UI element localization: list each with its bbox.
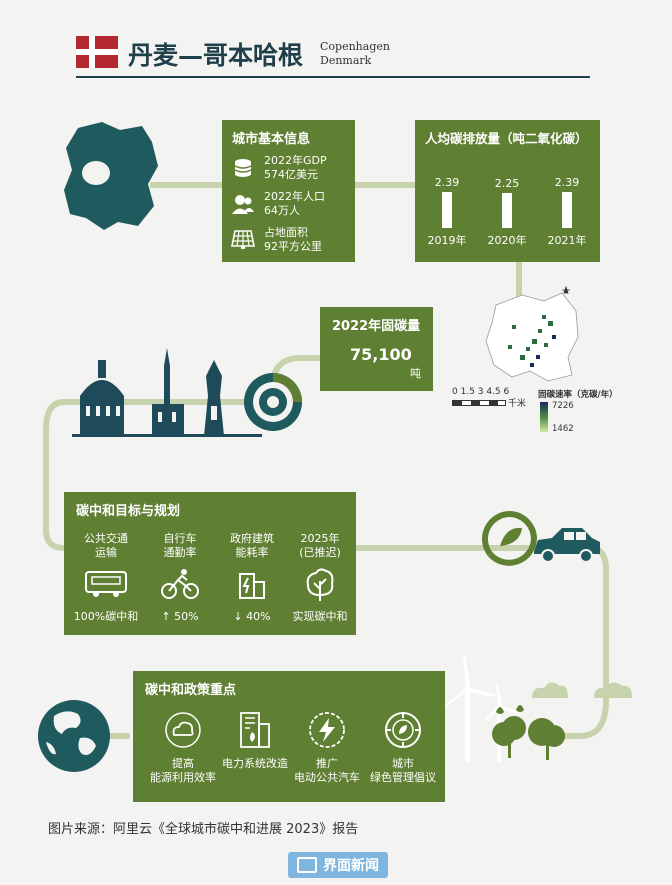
tree-icon [286, 564, 354, 604]
electric-bus-icon [291, 709, 363, 751]
solar-panel-icon [230, 227, 256, 253]
watermark-text: 界面新闻 [323, 858, 379, 874]
goal-label-1: 2025年 [300, 532, 340, 545]
emission-bar [502, 193, 512, 228]
power-system-icon [219, 709, 291, 751]
scale-unit: 千米 [508, 399, 527, 409]
recycle-leaf-icon [481, 511, 537, 566]
header-divider [76, 76, 590, 78]
goal-label-2: (已推迟) [299, 546, 341, 559]
area-value: 92平方公里 [264, 240, 322, 253]
policy-panel: 碳中和政策重点 提高能源利用效率电力系统改造推广电动公共汽车城市绿色管理倡议 [133, 671, 445, 802]
source-note: 图片来源：阿里云《全球城市碳中和进展 2023》报告 [48, 822, 359, 837]
basic-info-panel: 城市基本信息 2022年GDP 574亿美元 2022年人口 64万人 占地面积… [222, 120, 355, 262]
copenhagen-map-icon [64, 122, 158, 230]
legend-title: 固碳速率（克碳/年） [538, 390, 618, 400]
page-title: 丹麦—哥本哈根 [128, 41, 304, 70]
policy-label-1: 城市 [392, 757, 414, 770]
goal-item: 政府建筑能耗率 ↓ 40% [218, 532, 286, 624]
car-icon [534, 528, 600, 563]
cloud-icon [532, 682, 632, 698]
goal-value: ↓ 40% [233, 610, 271, 623]
policy-label-1: 推广 [316, 757, 338, 770]
people-icon [230, 191, 256, 217]
sequestration-value: 75,100 [350, 345, 412, 364]
gdp-label: 2022年GDP [264, 154, 327, 167]
legend-min: 1462 [552, 424, 574, 434]
goal-value: 100%碳中和 [73, 610, 139, 623]
goal-item: 2025年(已推迟) 实现碳中和 [286, 532, 354, 624]
policy-label-2: 能源利用效率 [150, 771, 216, 784]
scale-ticks: 0 1.5 3 4.5 6 [452, 387, 510, 397]
page-subtitle-line1: Copenhagen [320, 40, 390, 53]
bus-icon [72, 564, 140, 604]
policy-item: 推广电动公共汽车 [291, 709, 363, 785]
goals-title: 碳中和目标与规划 [76, 504, 181, 519]
scale-bar [452, 400, 506, 406]
emission-year-label: 2019年 [427, 234, 467, 247]
emission-bar [442, 191, 452, 228]
policy-label-1: 提高 [172, 757, 194, 770]
emission-bar [562, 191, 572, 228]
population-label: 2022年人口 [264, 190, 325, 203]
building-energy-icon [218, 564, 286, 604]
database-icon [230, 155, 256, 181]
green-management-icon [367, 709, 439, 751]
legend-max: 7226 [552, 401, 574, 411]
road-right-down [516, 262, 522, 308]
legend-gradient [540, 402, 548, 432]
goal-label-1: 公共交通 [84, 532, 128, 545]
sequestration-panel: 2022年固碳量 75,100 吨 [320, 307, 433, 391]
info-row-population: 2022年人口 64万人 [230, 190, 325, 218]
emission-value-label: 2.39 [434, 175, 460, 189]
goal-value: ↑ 50% [161, 610, 199, 623]
goal-label-1: 自行车 [163, 532, 197, 545]
denmark-flag-icon [76, 36, 118, 68]
emission-value-label: 2.25 [494, 177, 520, 191]
goal-item: 公共交通运输 100%碳中和 [72, 532, 140, 624]
emission-year-label: 2021年 [547, 234, 587, 247]
emission-year-label: 2020年 [487, 234, 527, 247]
policy-label-2: 电动公共汽车 [294, 771, 360, 784]
area-label: 占地面积 [264, 226, 308, 239]
policy-item: 城市绿色管理倡议 [367, 709, 439, 785]
trees-icon [492, 705, 565, 760]
emissions-chart: 2.39 2019年 2.25 2020年 2.39 2021年 [415, 150, 600, 262]
info-row-gdp: 2022年GDP 574亿美元 [230, 154, 327, 182]
sequestration-unit: 吨 [410, 367, 421, 380]
sequestration-map [485, 285, 579, 382]
header: 丹麦—哥本哈根 Copenhagen Denmark [76, 34, 596, 82]
page-subtitle-line2: Denmark [320, 54, 372, 67]
policy-item: 电力系统改造 [219, 709, 291, 771]
target-ring-icon [244, 373, 302, 431]
emission-value-label: 2.39 [554, 175, 580, 189]
basic-info-title: 城市基本信息 [232, 132, 311, 147]
watermark-logo-icon [297, 857, 317, 873]
goal-item: 自行车通勤率 ↑ 50% [146, 532, 214, 624]
skyline-icon [72, 348, 262, 437]
globe-icon [38, 700, 110, 772]
population-value: 64万人 [264, 204, 300, 217]
goals-panel: 碳中和目标与规划 公共交通运输 100%碳中和 自行车通勤率 ↑ 50% 政府建筑能耗率… [64, 492, 356, 635]
emissions-title: 人均碳排放量（吨二氧化碳） [425, 131, 588, 146]
goal-label-1: 政府建筑 [230, 532, 274, 545]
emissions-panel: 人均碳排放量（吨二氧化碳） 2.39 2019年 2.25 2020年 2.39 2021… [415, 120, 600, 262]
cloud-energy-icon [147, 709, 219, 751]
goal-label-2: 运输 [95, 546, 117, 559]
goal-label-2: 通勤率 [163, 546, 197, 559]
watermark: 界面新闻 [288, 852, 388, 878]
policy-label-2: 绿色管理倡议 [370, 771, 436, 784]
policy-label-1: 电力系统改造 [222, 757, 288, 770]
policy-title: 碳中和政策重点 [145, 683, 237, 698]
policy-item: 提高能源利用效率 [147, 709, 219, 785]
goal-label-2: 能耗率 [235, 546, 269, 559]
sequestration-title: 2022年固碳量 [332, 319, 421, 334]
gdp-value: 574亿美元 [264, 168, 318, 181]
info-row-area: 占地面积 92平方公里 [230, 226, 322, 254]
cyclist-icon [146, 564, 214, 604]
goal-value: 实现碳中和 [292, 610, 348, 623]
